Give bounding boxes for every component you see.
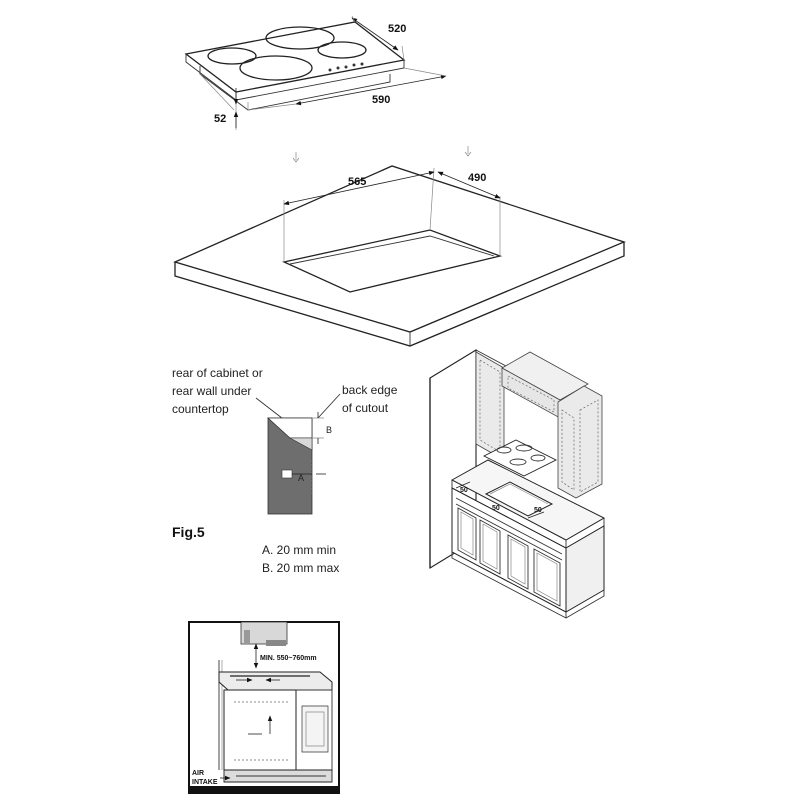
clearance-front-label: 50 bbox=[492, 505, 500, 512]
countertop-drawing: 565 490 bbox=[173, 165, 626, 347]
hob-width-label: 590 bbox=[372, 94, 390, 106]
extractor-hood bbox=[240, 621, 288, 645]
rear-label-line-2: rear wall under bbox=[172, 384, 251, 398]
down-arrow-icon bbox=[292, 152, 300, 163]
rear-label-line-3: countertop bbox=[172, 402, 229, 416]
hob-burner-1 bbox=[207, 47, 257, 65]
note-b: B. 20 mm max bbox=[262, 561, 339, 575]
fig5-title: Fig.5 bbox=[172, 524, 205, 540]
clearance-right-label: 50 bbox=[534, 507, 542, 514]
hob-burner-4 bbox=[317, 41, 367, 59]
countertop-cutout bbox=[281, 229, 503, 293]
cutout-width-label: 565 bbox=[348, 176, 366, 188]
cutout-depth-label: 490 bbox=[468, 172, 486, 184]
air-intake-label-2: INTAKE bbox=[192, 779, 218, 786]
back-edge-label-line-2: of cutout bbox=[342, 401, 389, 415]
hob-controls bbox=[328, 62, 364, 72]
down-arrow-icon bbox=[464, 146, 472, 157]
hob-height-label: 52 bbox=[214, 113, 226, 125]
cabinet-doors bbox=[457, 507, 561, 607]
hob-depth-label: 520 bbox=[388, 23, 406, 35]
kitchen-drawing: 50 50 50 bbox=[429, 349, 606, 619]
kitchen-hob bbox=[482, 439, 558, 477]
fig5-detail: rear of cabinet or rear wall under count… bbox=[172, 366, 398, 575]
installation-frame: MIN. 550~760mm AIR INTAKE bbox=[188, 621, 340, 794]
hob-burner-2 bbox=[265, 26, 335, 50]
marker-b: B bbox=[326, 425, 332, 435]
back-edge-label-line-1: back edge bbox=[342, 383, 398, 397]
rear-label-line-1: rear of cabinet or bbox=[172, 366, 263, 380]
marker-a: A bbox=[298, 473, 304, 483]
min-distance-label: MIN. 550~760mm bbox=[260, 655, 317, 662]
placement-arrows bbox=[292, 146, 472, 163]
hob-drawing: 520 590 52 bbox=[184, 15, 447, 130]
hob-burner-3 bbox=[239, 55, 313, 81]
air-intake-label-1: AIR bbox=[192, 770, 204, 777]
note-a: A. 20 mm min bbox=[262, 543, 336, 557]
clearance-left-label: 50 bbox=[460, 487, 468, 494]
